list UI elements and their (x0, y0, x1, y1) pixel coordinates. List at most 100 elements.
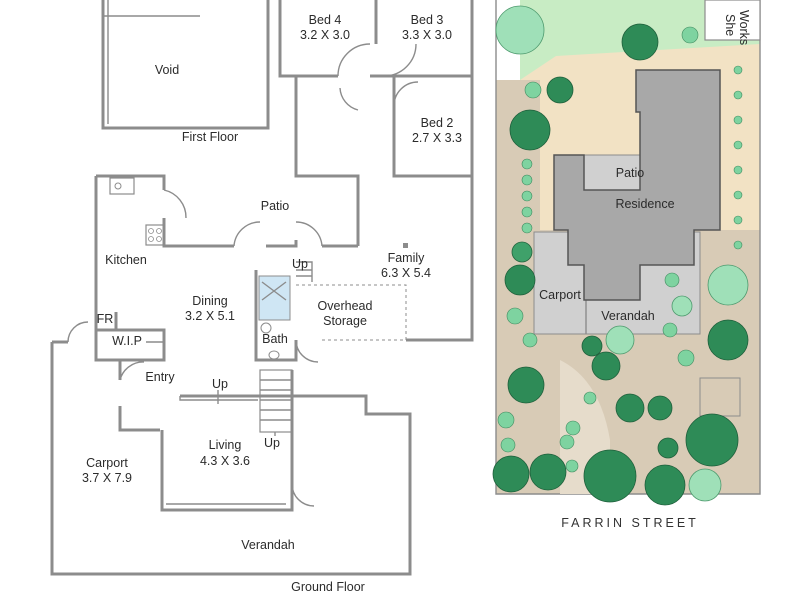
room-label-bed-4: Bed 4 (309, 13, 342, 27)
living-door-swing (291, 483, 315, 507)
room-label-family: Family (388, 251, 426, 265)
ground-floor-caption: Ground Floor (291, 580, 365, 594)
room-size-living: 4.3 X 3.6 (200, 454, 250, 468)
stair-label-up-living: Up (264, 436, 280, 450)
shrub-icon (559, 434, 575, 450)
tree-icon (492, 455, 530, 493)
label-patio: Patio (616, 166, 645, 180)
label-workshop: Works (737, 10, 751, 45)
stairs-upper (296, 261, 313, 282)
tree-icon (511, 241, 533, 263)
tree-icon (685, 413, 739, 467)
sink-bowl-icon (114, 182, 122, 190)
basin-symbol (260, 322, 272, 334)
room-label-dining: Dining (192, 294, 227, 308)
room-label-patio: Patio (261, 199, 290, 213)
room-label-bed-2: Bed 2 (421, 116, 454, 130)
overhead-storage-outline (296, 284, 407, 341)
stair-label-up-upper: Up (292, 257, 308, 271)
tree-icon (546, 76, 574, 104)
room-size-carport: 3.7 X 7.9 (82, 471, 132, 485)
stairs-main (259, 369, 294, 484)
burner-icon (148, 236, 154, 242)
void-room-walls (101, 0, 270, 130)
entry-step (179, 396, 258, 401)
tree-icon (615, 393, 645, 423)
tree-icon (581, 335, 603, 357)
tree-icon (529, 453, 567, 491)
shrub-icon (524, 81, 542, 99)
tree-icon (495, 5, 545, 55)
room-label-wip: W.I.P (112, 334, 142, 348)
bed-3-door-swing (383, 43, 417, 77)
shrub-icon (677, 349, 695, 367)
shrub-icon (664, 272, 680, 288)
room-label-carport: Carport (86, 456, 128, 470)
shower-symbol (261, 281, 287, 301)
tree-icon (644, 464, 686, 506)
wip-walls (94, 328, 166, 362)
tree-icon (671, 295, 693, 317)
room-label-bath: Bath (262, 332, 288, 346)
room-label-storage: Storage (323, 314, 367, 328)
toilet-symbol (268, 350, 280, 360)
carport-verandah-outline (50, 342, 412, 576)
patio-door-swing-right (295, 221, 323, 247)
tree-icon (504, 264, 536, 296)
tree-icon (507, 366, 545, 404)
room-size-family: 6.3 X 5.4 (381, 266, 431, 280)
patio-door-swing-left (233, 221, 261, 247)
family-marker (403, 243, 408, 248)
shrub-icon (506, 307, 524, 325)
room-label-overhead: Overhead (318, 299, 373, 313)
hall-west-wall (294, 76, 360, 246)
label-residence: Residence (615, 197, 674, 211)
tree-icon (621, 23, 659, 61)
tree-icon (605, 325, 635, 355)
carport-door-swing (67, 321, 89, 343)
label-verandah: Verandah (601, 309, 655, 323)
tree-icon (583, 449, 637, 503)
shrub-icon (500, 437, 516, 453)
bed-2-door-swing (393, 81, 419, 107)
label-shed: She (723, 14, 737, 36)
room-label-entry: Entry (145, 370, 175, 384)
shrub-icon (497, 411, 515, 429)
label-carport: Carport (539, 288, 581, 302)
residence-roof (553, 69, 721, 301)
cooktop-icon (145, 224, 165, 246)
shrub-icon (662, 322, 678, 338)
entry-door-swing (119, 361, 145, 381)
room-size-dining: 3.2 X 5.1 (185, 309, 235, 323)
tree-icon (509, 109, 551, 151)
kitchen-door-swing (163, 189, 187, 219)
ground-floor: Patio Kitchen Family 6.3 X 5.4 Dining 3.… (50, 174, 474, 594)
burner-icon (156, 236, 162, 242)
shrub-icon (565, 420, 581, 436)
tree-icon (657, 437, 679, 459)
site-plan: She Works Patio Residence Carport Verand… (492, 0, 761, 530)
room-label-kitchen: Kitchen (105, 253, 147, 267)
room-label-living: Living (209, 438, 242, 452)
tree-icon (707, 319, 749, 361)
burner-icon (156, 228, 162, 234)
street-name: FARRIN STREET (561, 516, 699, 530)
room-size-bed-3: 3.3 X 3.0 (402, 28, 452, 42)
room-label-verandah: Verandah (241, 538, 295, 552)
room-size-bed-2: 2.7 X 3.3 (412, 131, 462, 145)
hall-door-swing (339, 87, 359, 111)
bath-door-swing (295, 339, 319, 363)
patio-south-wall (162, 218, 298, 248)
room-label-void: Void (155, 63, 179, 77)
room-label-fr: FR (97, 312, 114, 326)
shrub-icon (583, 391, 597, 405)
shrub-icon (522, 332, 538, 348)
burner-icon (148, 228, 154, 234)
shed-workshop (704, 0, 761, 41)
trees (492, 5, 749, 506)
tree-icon (591, 351, 621, 381)
entry-walls (118, 360, 160, 432)
kitchen-top-wall (96, 174, 166, 190)
tree-icon (647, 395, 673, 421)
